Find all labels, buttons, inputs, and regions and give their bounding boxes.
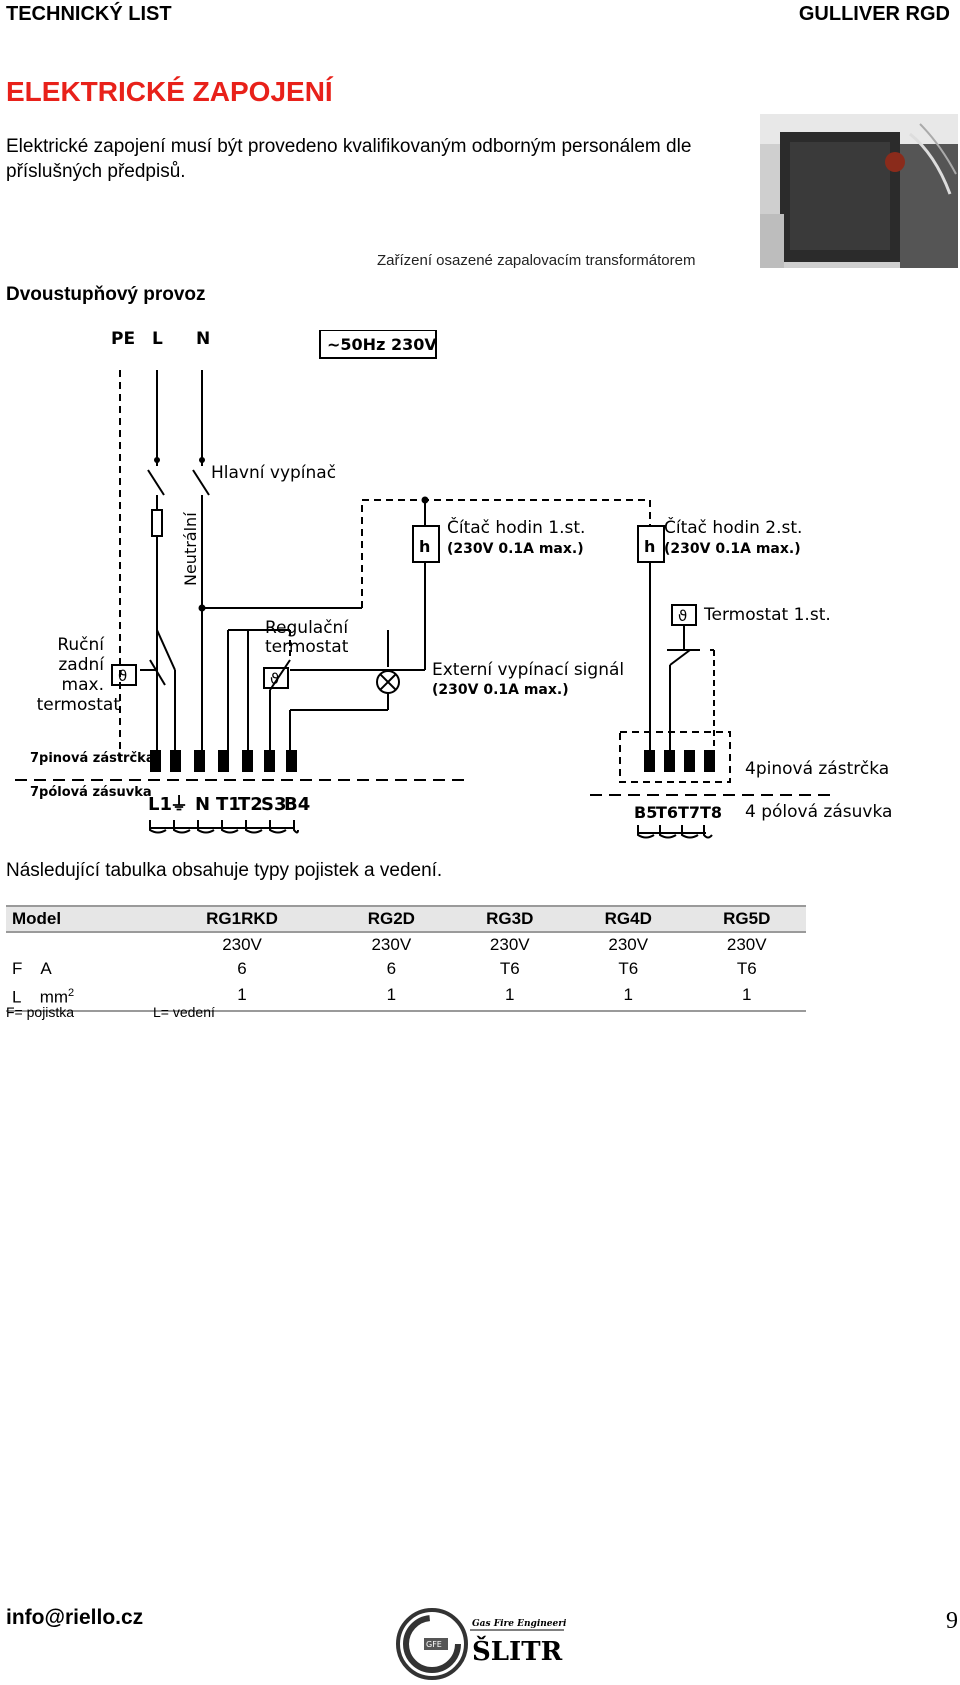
row-label: L mm2 (6, 981, 152, 1012)
supply-label: ~50Hz 230V (327, 335, 437, 354)
thermostat1-symbol: ϑ (678, 607, 687, 625)
table-header-row: Model RG1RKD RG2D RG3D RG4D RG5D (6, 905, 806, 933)
header-cell: RG4D (569, 905, 688, 933)
thermostat1-label: Termostat 1.st. (703, 605, 831, 625)
socket7-label: 7pólová zásuvka (30, 785, 152, 800)
table-row: F A 6 6 T6 T6 T6 (6, 957, 806, 981)
logo-name: ŠLITR (472, 1635, 563, 1667)
table-cell: 230V (489, 935, 530, 954)
plug7-label: 7pinová zástrčka (30, 751, 155, 766)
header-cell: RG1RKD (152, 905, 333, 933)
table-cell: 1 (569, 981, 688, 1012)
terminal-t1: T1 (216, 794, 241, 815)
regulation-label-2: termostat (265, 637, 349, 657)
slitr-logo: GFE Gas Fire Engineering ŠLITR (396, 1608, 566, 1680)
counter1-rating: (230V 0.1A max.) (447, 541, 584, 557)
table-row: 230V 230V 230V 230V 230V (6, 932, 806, 957)
counter2-title: Čítač hodin 2.st. (664, 516, 802, 538)
manual-label-3: max. (62, 675, 104, 695)
table-cell: 230V (608, 935, 649, 954)
terminal-n7: N (195, 794, 210, 815)
counter1-symbol: h (419, 537, 430, 556)
manual-thermostat-symbol: ϑ (118, 667, 127, 685)
photo-caption: Zařízení osazené zapalovacím transformát… (377, 252, 696, 269)
intro-text: Elektrické zapojení musí být provedeno k… (6, 136, 692, 182)
regulation-thermostat-symbol: ϑ (270, 670, 279, 688)
logo-tagline: Gas Fire Engineering (472, 1619, 566, 1629)
header-doc-type: TECHNICKÝ LIST (6, 3, 172, 25)
terminal-l1: L1 (148, 794, 172, 815)
row-label: F A (12, 959, 52, 978)
plug4-label: 4pinová zástrčka (745, 759, 889, 779)
regulation-label-1: Regulační (265, 618, 349, 638)
table-cell: 1 (687, 981, 806, 1012)
header-cell: RG5D (687, 905, 806, 933)
table-cell: 1 (332, 981, 451, 1012)
page-number: 9 (946, 1608, 958, 1634)
burner-photo (760, 114, 958, 268)
wiring-diagram: ~50Hz 230V PE L N Hlavní vypínač Neutrál… (15, 330, 892, 839)
header-cell: RG2D (332, 905, 451, 933)
external-signal-rating: (230V 0.1A max.) (432, 682, 569, 698)
socket4-label: 4 pólová zásuvka (745, 802, 892, 822)
logo-badge: GFE (426, 1640, 442, 1649)
terminal-l: L (152, 330, 163, 349)
terminal-t6: T6 (656, 803, 678, 822)
manual-label-1: Ruční (57, 635, 105, 655)
counter2-symbol: h (644, 537, 655, 556)
table-row: L mm2 1 1 1 1 1 (6, 981, 806, 1012)
table-cell: 230V (222, 935, 262, 954)
row-label-text: L mm (12, 987, 69, 1007)
table-cell: 1 (450, 981, 570, 1012)
header-cell-model: Model (6, 905, 152, 933)
terminal-t8: T8 (700, 803, 722, 822)
header-cell: RG3D (450, 905, 570, 933)
terminal-t2: T2 (238, 794, 263, 815)
main-switch-label: Hlavní vypínač (211, 463, 336, 483)
manual-label-4: termostat (37, 695, 121, 715)
terminal-pe: PE (111, 330, 135, 349)
neutral-label: Neutrální (181, 512, 200, 586)
terminal-b5: B5 (634, 803, 657, 822)
table-cell: 230V (371, 935, 412, 954)
fuse-table: Model RG1RKD RG2D RG3D RG4D RG5D 230V 23… (6, 905, 806, 1012)
terminal-n: N (196, 330, 210, 349)
table-cell: 230V (726, 935, 767, 954)
counter2-rating: (230V 0.1A max.) (664, 541, 801, 557)
terminal-s3: S3 (261, 794, 287, 815)
table-intro: Následující tabulka obsahuje typy pojist… (6, 860, 443, 881)
footer-email[interactable]: info@riello.cz (6, 1606, 144, 1629)
header-product: GULLIVER RGD (798, 3, 950, 25)
table-cell: 1 (152, 981, 333, 1012)
terminal-t7: T7 (678, 803, 700, 822)
legend-fuse: F= pojistka (6, 1004, 75, 1020)
table-cell: T6 (499, 959, 520, 978)
table-cell: 6 (237, 959, 247, 978)
manual-label-2: zadní (58, 655, 105, 675)
external-signal-label: Externí vypínací signál (432, 660, 624, 680)
section-title: ELEKTRICKÉ ZAPOJENÍ (6, 76, 333, 107)
table-cell: T6 (736, 959, 757, 978)
counter1-title: Čítač hodin 1.st. (447, 516, 585, 538)
row-label-sup: 2 (68, 987, 75, 999)
row-label (6, 932, 152, 957)
subheading: Dvoustupňový provoz (6, 284, 206, 305)
table-cell: 6 (386, 959, 397, 978)
legend-line: L= vedení (153, 1004, 215, 1020)
terminal-ground: ⏚ (170, 794, 188, 815)
table-cell: T6 (618, 959, 639, 978)
terminal-b4: B4 (284, 794, 310, 815)
plug7-pins (150, 750, 715, 772)
